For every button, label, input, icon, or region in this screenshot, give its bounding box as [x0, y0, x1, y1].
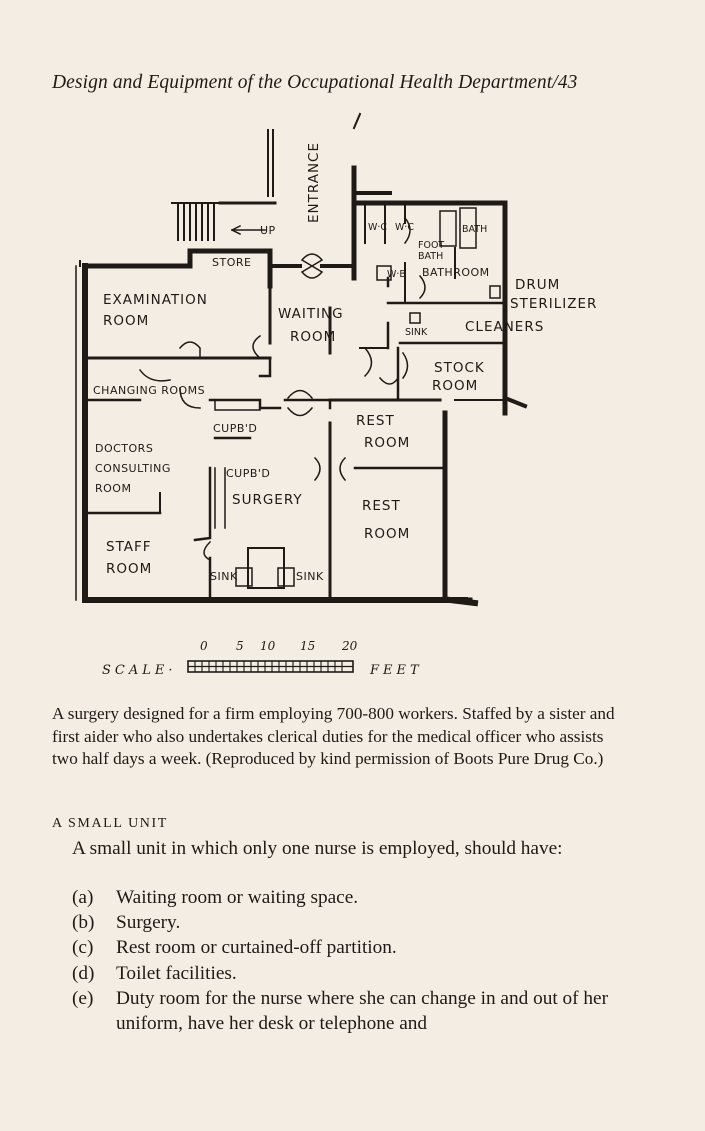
scale-number-0: 0 — [200, 639, 208, 653]
label-doctors-room: ROOM — [95, 482, 131, 495]
section-heading: A SMALL UNIT — [52, 816, 168, 831]
list-marker: (a) — [72, 887, 94, 908]
label-stock: STOCK — [434, 360, 485, 376]
label-drum: DRUM — [515, 277, 560, 293]
label-wb: W·B — [387, 269, 406, 280]
label-staff: STAFF — [106, 539, 152, 555]
list-marker: (e) — [72, 987, 94, 1009]
label-rest-b-room: ROOM — [364, 526, 410, 542]
scale-bar: 0 5 10 15 20 SCALE· FEET — [102, 639, 423, 678]
label-sink-left: SINK — [210, 570, 238, 583]
label-wc-2: W·C — [395, 222, 414, 233]
scale-number-10: 10 — [260, 639, 276, 653]
list-item: (a) Waiting room or waiting space. — [52, 885, 632, 910]
label-waiting-room: ROOM — [290, 329, 336, 345]
label-bathroom: BATHROOM — [422, 266, 490, 279]
label-foot: FOOT — [418, 240, 444, 251]
label-wc: W·C — [368, 222, 387, 233]
list-item: (b) Surgery. — [52, 910, 632, 935]
figure-caption: A surgery designed for a firm employing … — [52, 704, 615, 768]
label-sink-right: SINK — [296, 570, 324, 583]
scale-number-15: 15 — [300, 639, 315, 653]
label-entrance: ENTRANCE — [306, 142, 322, 223]
requirements-list: (a) Waiting room or waiting space. (b) Sur… — [52, 885, 632, 1036]
label-stock-room: ROOM — [432, 378, 478, 394]
label-cupbd-1: CUPB'D — [213, 422, 257, 435]
floor-plan-drawing: ENTRANCE UP STORE EXAMINATION ROOM WAITI… — [75, 112, 597, 678]
list-item-text: Duty room for the nurse where she can ch… — [116, 987, 609, 1035]
scale-units: FEET — [369, 663, 423, 678]
floor-plan-figure: ENTRANCE UP STORE EXAMINATION ROOM WAITI… — [60, 108, 620, 688]
list-item: (e) Duty room for the nurse where she can… — [52, 986, 632, 1036]
label-up: UP — [260, 224, 276, 237]
label-surgery: SURGERY — [232, 492, 303, 508]
list-item: (d) Toilet facilities. — [52, 961, 632, 986]
label-sink-top: SINK — [405, 327, 428, 338]
label-consulting: CONSULTING — [95, 462, 171, 475]
list-marker: (b) — [72, 912, 95, 934]
list-marker: (d) — [72, 962, 95, 984]
label-bath: BATH — [462, 224, 487, 235]
list-item-text: Rest room or curtained-off partition. — [116, 937, 397, 959]
section-intro: A small unit in which only one nurse is … — [72, 838, 563, 859]
label-foot-bath: BATH — [418, 251, 443, 262]
label-cleaners: CLEANERS — [465, 319, 544, 335]
label-rest-b: REST — [362, 498, 401, 514]
list-item-text: Surgery. — [116, 912, 181, 934]
list-marker: (c) — [72, 937, 94, 959]
scale-number-20: 20 — [341, 639, 358, 653]
label-cupbd-2: CUPB'D — [226, 467, 270, 480]
label-sterilizer: STERILIZER — [510, 296, 597, 312]
label-rest-a: REST — [356, 413, 395, 429]
list-item-text: Waiting room or waiting space. — [116, 887, 359, 908]
list-item: (c) Rest room or curtained-off partition. — [52, 935, 632, 960]
label-doctors: DOCTORS — [95, 442, 153, 455]
label-waiting: WAITING — [278, 306, 344, 322]
label-examination: EXAMINATION — [103, 292, 208, 308]
label-examination-room: ROOM — [103, 313, 149, 329]
scale-label: SCALE· — [102, 663, 177, 678]
list-item-text: Toilet facilities. — [116, 962, 237, 984]
label-changing-rooms: CHANGING ROOMS — [93, 384, 205, 397]
label-rest-a-room: ROOM — [364, 435, 410, 451]
label-store: STORE — [212, 256, 251, 269]
label-staff-room: ROOM — [106, 561, 152, 577]
running-head: Design and Equipment of the Occupational… — [52, 72, 578, 93]
scale-number-5: 5 — [236, 639, 244, 653]
